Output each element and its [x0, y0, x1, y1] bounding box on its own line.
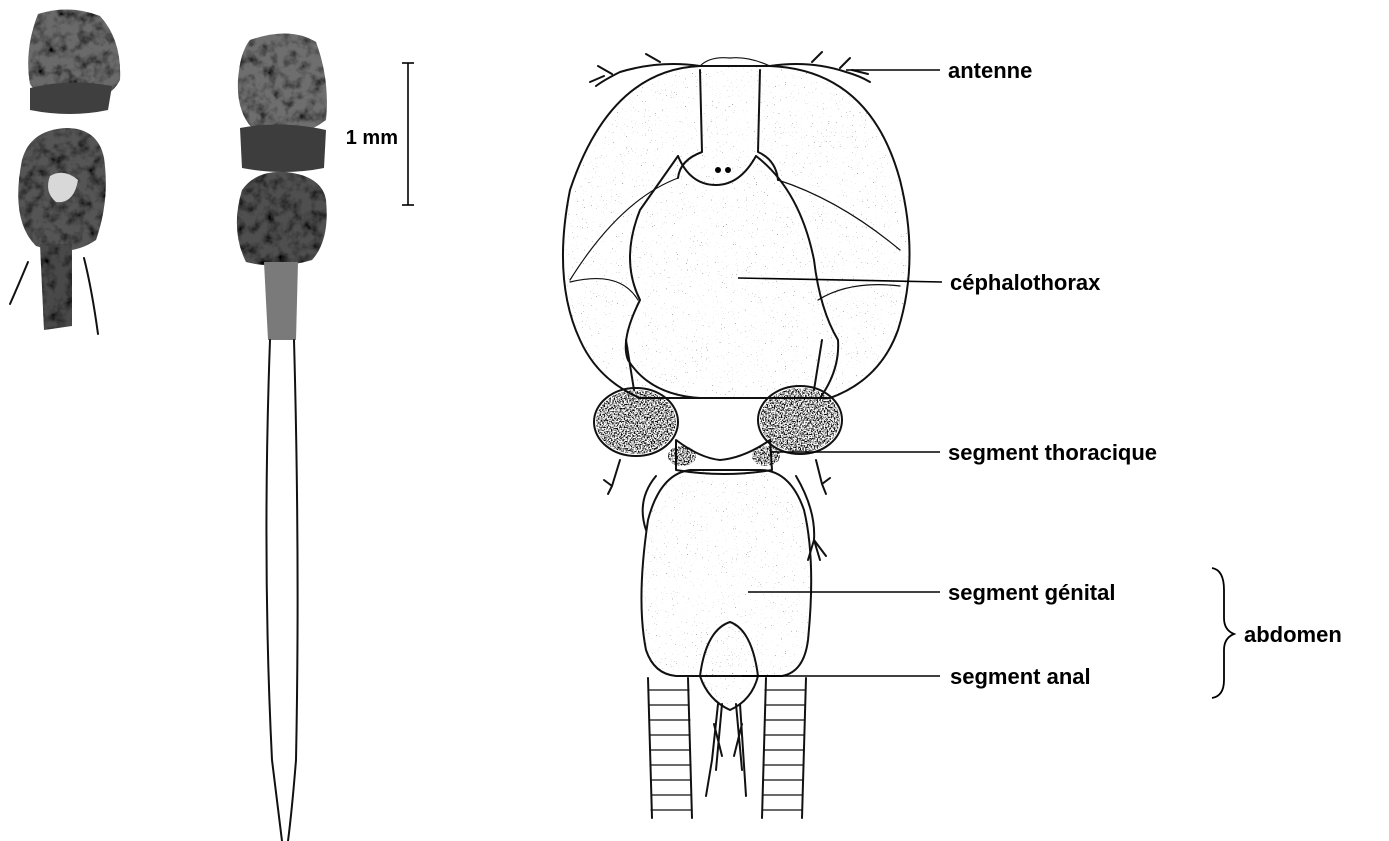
label-segment-anal: segment anal — [950, 664, 1091, 689]
label-segment-thoracique: segment thoracique — [948, 440, 1157, 465]
label-segment-genital: segment génital — [948, 580, 1115, 605]
abdomen-brace — [1212, 568, 1234, 698]
scale-bar: 1 mm — [346, 63, 414, 205]
specimen-photo-short — [10, 9, 120, 334]
copepod-drawing — [563, 52, 910, 818]
scale-bar-label: 1 mm — [346, 127, 398, 149]
labels: antenne céphalothorax segment thoracique… — [948, 58, 1342, 689]
label-abdomen: abdomen — [1244, 622, 1342, 647]
caudal-ramus-right — [762, 678, 806, 818]
caudal-ramus-left — [648, 678, 692, 818]
specimen-photo-long — [237, 33, 327, 841]
label-antenne: antenne — [948, 58, 1032, 83]
label-cephalothorax: céphalothorax — [950, 270, 1101, 295]
